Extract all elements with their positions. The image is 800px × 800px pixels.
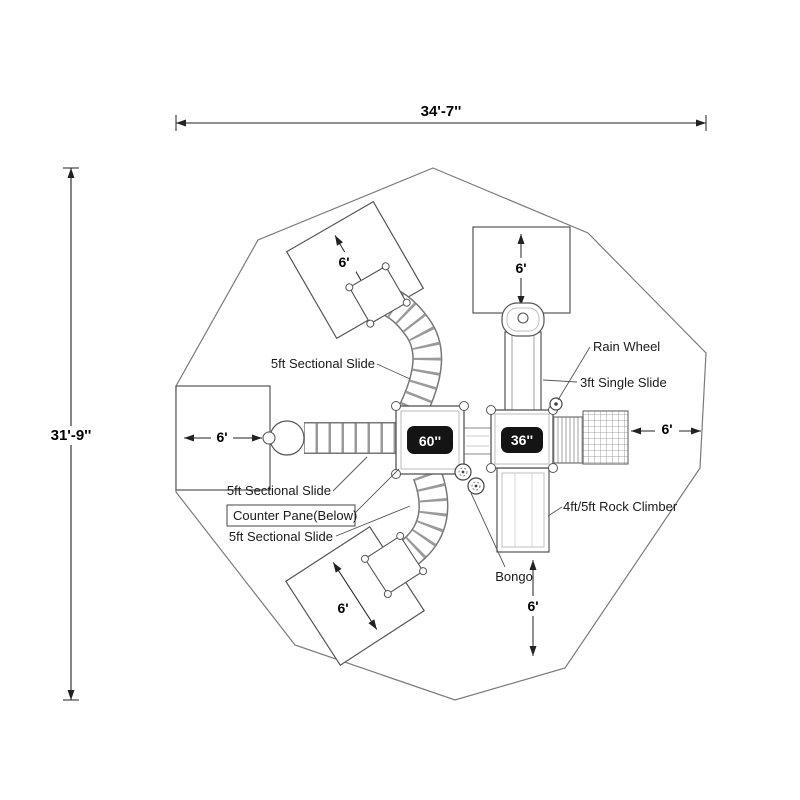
deck-60-badge [407, 426, 453, 454]
leader-rock-climber [547, 506, 563, 517]
clearance-bottom-label: 6' [527, 598, 538, 614]
deck-36-label: 36'' [511, 432, 533, 448]
label-sectional-slide-lower: 5ft Sectional Slide [229, 529, 333, 544]
bongo-drum-rim [471, 481, 481, 491]
slide-chute-rails [511, 334, 535, 410]
label-single-slide: 3ft Single Slide [580, 375, 667, 390]
landing-pad [348, 265, 408, 325]
landing-post-icon [383, 590, 392, 599]
leader-sectional-lower [335, 505, 411, 537]
net-body [582, 410, 629, 465]
leader-lines [332, 346, 591, 568]
climber-hatch-panel [552, 416, 584, 464]
leader-bongo [470, 492, 506, 568]
clearance-lower-left-label: 6' [337, 600, 348, 616]
deck-post-icon [459, 401, 469, 411]
clearance-left-label: 6' [216, 429, 227, 445]
clearance-left-mask [211, 427, 233, 447]
dimension-width: 34'-7'' [175, 103, 707, 131]
deck-post-icon [486, 463, 496, 473]
clearance-upper-left-mask [332, 252, 356, 272]
leader-rain-wheel [557, 346, 591, 401]
deck-post-icon [548, 463, 558, 473]
clearance-bottom-mask [522, 596, 544, 616]
deck-60-label: 60'' [419, 433, 441, 449]
sectional-slide-left [262, 420, 396, 456]
landing-post-icon [360, 554, 369, 563]
landing-post-icon [396, 531, 405, 540]
counter-pane-callout: Counter Pane(Below) [226, 504, 357, 527]
leader-sectional-upper [376, 363, 411, 380]
label-sectional-slide-left: 5ft Sectional Slide [227, 483, 331, 498]
hatch-body [552, 416, 584, 464]
landing-post-icon [419, 567, 428, 576]
rain-wheel [549, 397, 563, 411]
connector-lines [466, 435, 489, 447]
clearance-upper-left-label: 6' [338, 254, 349, 270]
clearance-top-label: 6' [515, 260, 526, 276]
deck-60: 60'' [391, 401, 469, 479]
safety-zone-boundary [175, 167, 707, 701]
dimension-height: 31'-9'' [44, 167, 98, 701]
bongo-drum-rim [458, 467, 468, 477]
rock-climber-lines [514, 473, 533, 547]
landing-post-icon [402, 298, 411, 307]
landing-pad [364, 535, 424, 595]
label-rain-wheel: Rain Wheel [593, 339, 660, 354]
deck-post-icon [391, 469, 401, 479]
rock-climber-inner [501, 472, 545, 548]
bongo-drum-dot [474, 484, 478, 488]
leader-single-slide [542, 379, 578, 383]
single-slide-top [501, 302, 545, 413]
clearance-right-label: 6' [661, 421, 672, 437]
clearance-arrow-lower-left [332, 562, 378, 630]
deck-60-inner [400, 410, 460, 470]
dimension-height-mask [44, 426, 98, 445]
slide-landing-lower [360, 531, 428, 599]
clearance-lower-left-mask [331, 598, 355, 618]
deck-post-icon [391, 401, 401, 411]
climber-net-panel [582, 410, 629, 465]
counter-pane-box [226, 504, 356, 527]
rock-climber-panel [496, 467, 550, 553]
dimension-width-label: 34'-7'' [421, 103, 462, 120]
deck-36: 36'' [486, 405, 558, 473]
label-rock-climber: 4ft/5ft Rock Climber [563, 499, 678, 514]
slide-end-knob [262, 431, 276, 445]
connector-body [463, 427, 492, 455]
slide-landing-upper [345, 262, 411, 328]
label-counter-pane: Counter Pane(Below) [233, 508, 357, 523]
deck-36-inner [494, 413, 550, 465]
dimension-height-label: 31'-9'' [51, 427, 92, 444]
bongo-drums [454, 463, 485, 495]
bongo-drum-dot [461, 470, 465, 474]
slide-exit-post-icon [517, 312, 529, 324]
slide-exit-cap-inner [506, 307, 540, 332]
slide-chute [504, 331, 542, 413]
label-sectional-slide-upper: 5ft Sectional Slide [271, 356, 375, 371]
landing-post-icon [345, 283, 354, 292]
deck-post-icon [486, 405, 496, 415]
leader-sectional-left [332, 456, 368, 492]
deck-connector [463, 427, 492, 455]
rock-climber-body [496, 467, 550, 553]
landing-post-icon [381, 262, 390, 271]
leader-counter-pane [351, 468, 400, 517]
rain-wheel-hub [554, 402, 558, 406]
clearance-top-mask [510, 258, 532, 278]
clearance-right-mask [655, 419, 679, 439]
deck-36-badge [501, 427, 543, 453]
landing-post-icon [366, 319, 375, 328]
label-bongo: Bongo [495, 569, 533, 584]
